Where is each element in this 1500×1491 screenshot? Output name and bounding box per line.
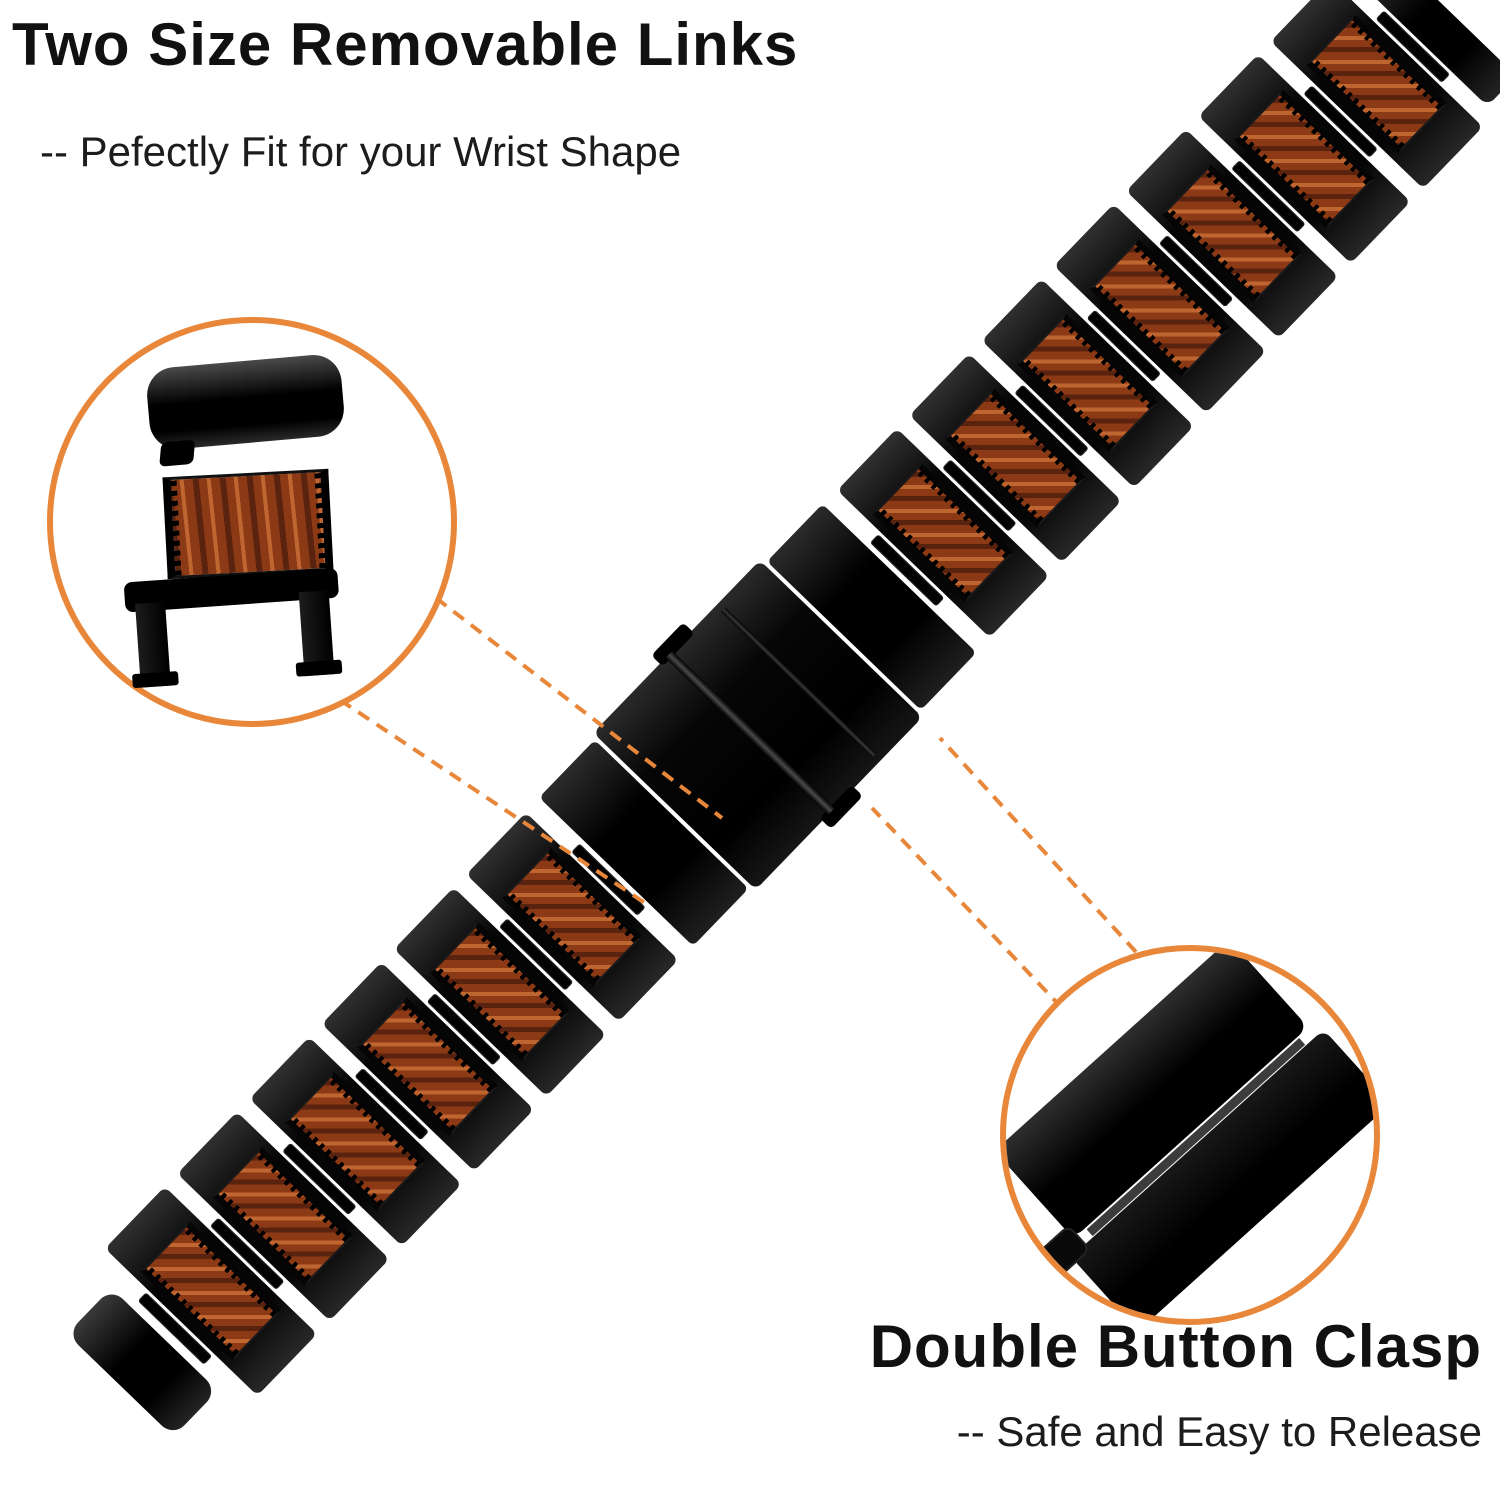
feature-subtitle-removable-links: -- Pefectly Fit for your Wrist Shape [40, 128, 682, 175]
feature-subtitle-clasp: -- Safe and Easy to Release [956, 1408, 1482, 1455]
feature-title-removable-links: Two Size Removable Links [12, 11, 799, 78]
removable-link-callout-circle [47, 317, 457, 727]
wood-link-piece [162, 468, 334, 580]
leader-line [938, 736, 1138, 954]
clasp-closeup [1006, 951, 1374, 1319]
bracket-leg-right [298, 590, 335, 677]
link-bracket-piece [123, 567, 345, 689]
end-link-piece [144, 352, 347, 452]
clasp-push-button [1032, 1224, 1092, 1282]
clasp-callout-circle [1000, 945, 1380, 1325]
clasp-seam [665, 650, 835, 816]
bracket-leg-left [135, 601, 171, 688]
leader-line [870, 806, 1064, 1010]
